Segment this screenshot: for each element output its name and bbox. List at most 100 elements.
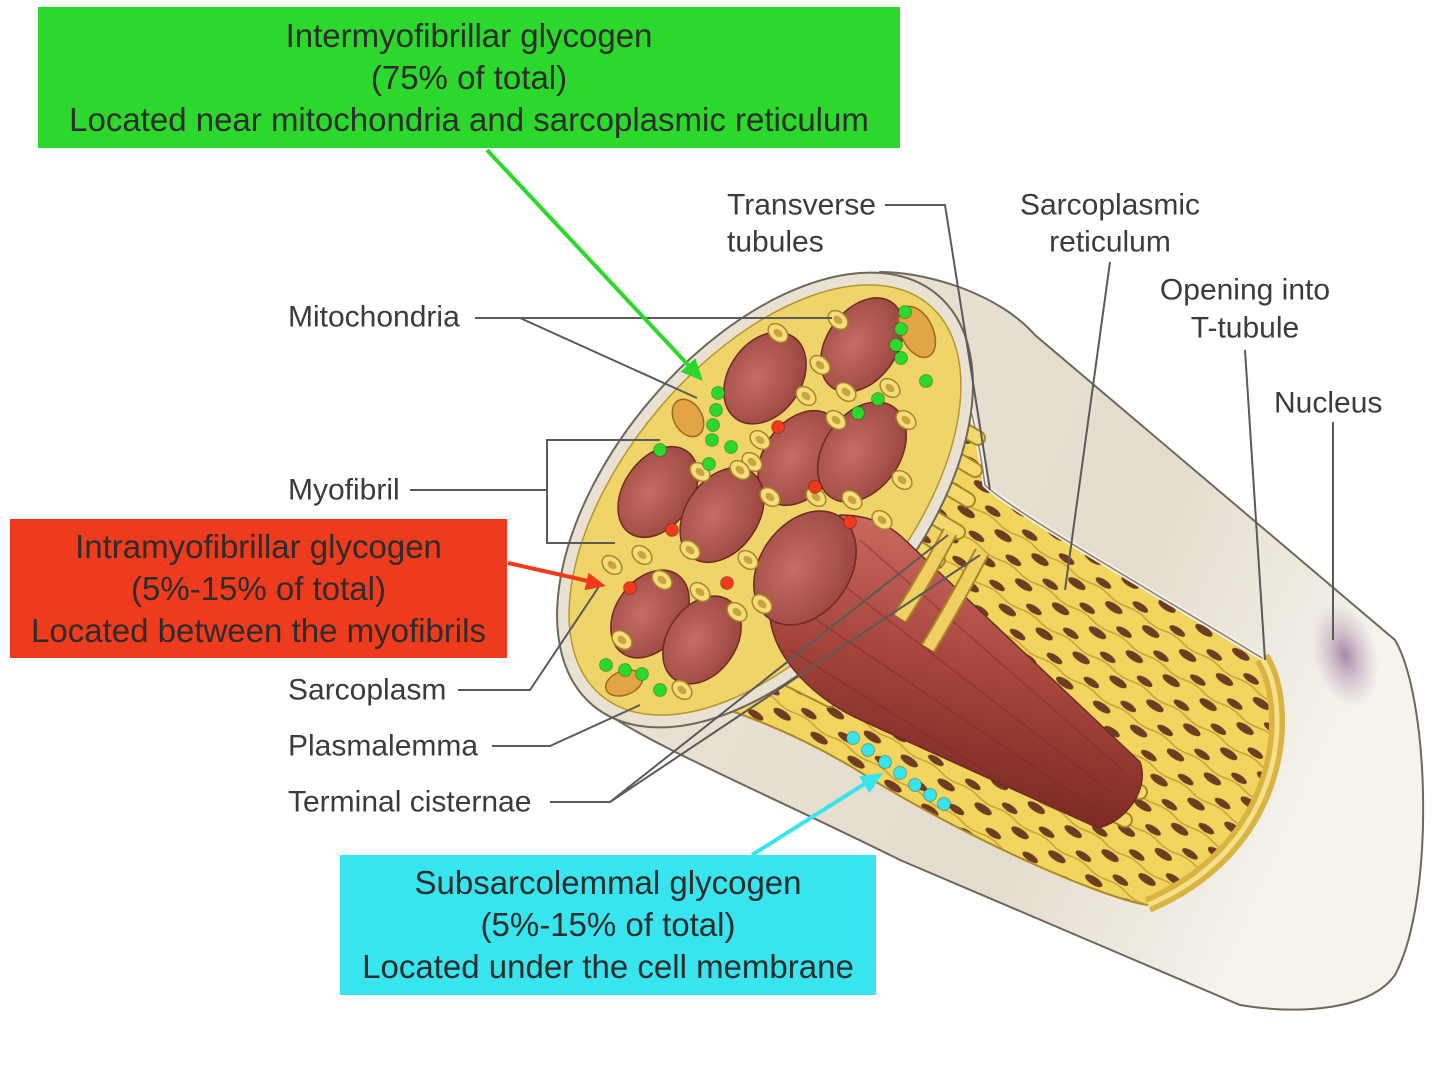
glycogen-granule-intermyofibrillar — [898, 305, 912, 319]
sr-tubule-cross-section — [879, 377, 901, 399]
label-mitochondria: Mitochondria — [288, 301, 460, 334]
sr-tubule-cross-section — [671, 679, 693, 701]
arrow-intramyofibrillar — [507, 561, 606, 591]
sr-tubule-cross-section — [651, 569, 673, 591]
label-sarcoplasmic-reticulum-line2: reticulum — [1049, 226, 1171, 259]
subsarcolemmal-glycogen-location: Located under the cell membrane — [362, 948, 854, 985]
glycogen-granule-intermyofibrillar — [724, 440, 738, 454]
subsarcolemmal-glycogen-share: (5%-15% of total) — [480, 906, 736, 943]
glycogen-granule-subsarcolemmal — [846, 731, 860, 745]
leader-lines — [410, 204, 1334, 803]
label-terminal-cisternae: Terminal cisternae — [288, 786, 531, 819]
myofibril-front-face — [753, 510, 857, 626]
glycogen-granules — [599, 305, 951, 811]
label-sarcoplasm: Sarcoplasm — [288, 674, 446, 707]
arrow-intramyofibrillar-head — [584, 572, 606, 591]
sr-tubule-cross-section — [729, 459, 751, 481]
sr-tubule-cross-section — [737, 549, 759, 571]
glycogen-granule-intermyofibrillar — [653, 683, 667, 697]
myofibril-striations — [789, 539, 1126, 816]
glycogen-granule-subsarcolemmal — [861, 743, 875, 757]
glycogen-granule-intermyofibrillar — [599, 658, 613, 672]
intramyofibrillar-glycogen-name: Intramyofibrillar glycogen — [75, 527, 442, 565]
sr-tubule-cross-section — [689, 581, 711, 603]
label-plasmalemma: Plasmalemma — [288, 730, 478, 763]
glycogen-granule-intermyofibrillar — [709, 403, 723, 417]
sr-tubule-cross-section — [841, 489, 863, 511]
glycogen-granule-intermyofibrillar — [635, 667, 649, 681]
glycogen-granule-intermyofibrillar — [919, 374, 933, 388]
glycogen-granule-intramyofibrillar — [771, 420, 785, 434]
intermyofibrillar-glycogen-name: Intermyofibrillar glycogen — [285, 16, 653, 54]
myofibril-cross-section — [662, 595, 742, 685]
sr-tubule-cross-section — [726, 601, 748, 623]
glycogen-granule-intermyofibrillar — [894, 322, 908, 336]
intermyofibrillar-glycogen-location: Located near mitochondria and sarcoplasm… — [69, 100, 869, 138]
leader-terminal-cisternae — [550, 534, 981, 803]
glycogen-granule-intermyofibrillar — [702, 457, 716, 471]
sr-tubule-cross-section — [827, 309, 849, 331]
leader-myofibril — [410, 439, 660, 544]
arrow-intermyofibrillar-shaft — [485, 148, 692, 369]
sr-tubule-cross-section — [809, 354, 831, 376]
mitochondria-group — [604, 305, 937, 697]
glycogen-granule-intermyofibrillar — [871, 392, 885, 406]
terminal-cisternae-bands — [893, 528, 990, 653]
arrow-intermyofibrillar-head — [680, 358, 703, 381]
sr-tubule-cross-section — [805, 486, 827, 508]
leader-mitochondria — [475, 317, 832, 399]
cut-wall-highlight — [1147, 656, 1280, 908]
intramyofibrillar-glycogen-location: Located between the myofibrils — [31, 611, 486, 649]
sr-tubule-cross-section — [631, 544, 653, 566]
label-nucleus: Nucleus — [1274, 387, 1382, 420]
glycogen-granule-intermyofibrillar — [653, 443, 667, 457]
glycogen-granule-intramyofibrillar — [843, 515, 857, 529]
sr-tubule-cross-section — [835, 381, 857, 403]
glycogen-granule-intermyofibrillar — [711, 386, 725, 400]
glycogen-granule-subsarcolemmal — [937, 797, 951, 811]
leader-plasmalemma — [492, 704, 641, 747]
glycogen-granule-intermyofibrillar — [705, 433, 719, 447]
glycogen-granule-intermyofibrillar — [706, 418, 720, 432]
intermyofibrillar-glycogen-share: (75% of total) — [370, 58, 568, 96]
arrow-intramyofibrillar-shaft — [507, 561, 589, 583]
nucleus-shape — [1311, 602, 1379, 708]
reticulum-tubule-cross-sections — [601, 309, 917, 701]
myofibril-cross-section — [723, 331, 807, 425]
arrow-subsarcolemmal-shaft — [750, 781, 868, 857]
sr-tubule-cross-section — [749, 429, 771, 451]
sr-tubule-cross-section — [825, 409, 847, 431]
arrow-subsarcolemmal-head — [859, 773, 883, 794]
sr-tubule-cross-section — [795, 385, 817, 407]
glycogen-granule-intramyofibrillar — [665, 523, 679, 537]
glycogen-granule-intermyofibrillar — [851, 406, 865, 420]
subsarcolemmal-glycogen-name: Subsarcolemmal glycogen — [414, 864, 802, 901]
leader-transverse-tubules — [885, 204, 991, 491]
leader-sarcoplasm — [458, 584, 601, 691]
intramyofibrillar-glycogen-share: (5%-15% of total) — [131, 569, 386, 607]
mitochondrion — [671, 398, 705, 438]
intermyofibrillar-glycogen-box: Intermyofibrillar glycogen (75% of total… — [38, 7, 900, 148]
label-sarcoplasmic-reticulum-line1: Sarcoplasmic — [1020, 189, 1200, 222]
sr-tubule-cross-section — [759, 486, 781, 508]
sr-tubule-cross-section — [751, 593, 773, 615]
glycogen-granule-subsarcolemmal — [923, 788, 937, 802]
leader-sarcoplasmic-reticulum — [1064, 261, 1111, 591]
glycogen-granule-intermyofibrillar — [889, 338, 903, 352]
arrow-intermyofibrillar — [485, 148, 703, 381]
label-transverse-tubules-line2: tubules — [727, 226, 824, 259]
sr-tubule-cross-section — [871, 509, 893, 531]
intramyofibrillar-glycogen-box: Intramyofibrillar glycogen (5%-15% of to… — [10, 519, 507, 658]
sr-tubule-cross-section — [679, 539, 701, 561]
sr-tubule-cross-section — [601, 554, 623, 576]
glycogen-granule-intramyofibrillar — [720, 576, 734, 590]
sr-tubule-cross-section — [767, 322, 789, 344]
sr-tubule-cross-section — [891, 469, 913, 491]
glycogen-granule-intramyofibrillar — [808, 480, 822, 494]
label-transverse-tubules-line1: Transverse — [727, 189, 876, 222]
subsarcolemmal-glycogen-box: Subsarcolemmal glycogen (5%-15% of total… — [340, 855, 876, 995]
glycogen-granule-intramyofibrillar — [623, 581, 637, 595]
sr-tubule-cross-section — [611, 629, 633, 651]
